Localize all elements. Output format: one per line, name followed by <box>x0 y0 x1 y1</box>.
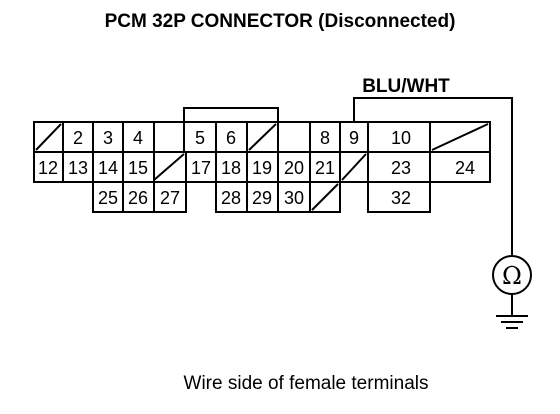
terminal-9: 9 <box>349 128 359 148</box>
terminal-5: 5 <box>195 128 205 148</box>
caption: Wire side of female terminals <box>184 373 429 394</box>
terminal-8: 8 <box>320 128 330 148</box>
terminal-24: 24 <box>455 158 475 178</box>
terminal-3: 3 <box>103 128 113 148</box>
terminal-32: 32 <box>391 188 411 208</box>
terminal-13: 13 <box>68 158 88 178</box>
terminal-28: 28 <box>221 188 241 208</box>
terminal-20: 20 <box>284 158 304 178</box>
ohmmeter-icon <box>492 255 532 295</box>
terminal-29: 29 <box>252 188 272 208</box>
terminal-6: 6 <box>226 128 236 148</box>
terminal-12: 12 <box>38 158 58 178</box>
diagram-title: PCM 32P CONNECTOR (Disconnected) <box>105 11 456 32</box>
terminal-18: 18 <box>221 158 241 178</box>
ohm-symbol: Ω <box>502 262 522 290</box>
wire-color-label: BLU/WHT <box>362 76 450 97</box>
terminal-30: 30 <box>284 188 304 208</box>
terminal-27: 27 <box>160 188 180 208</box>
terminal-14: 14 <box>98 158 118 178</box>
terminal-19: 19 <box>252 158 272 178</box>
terminal-4: 4 <box>133 128 143 148</box>
terminal-10: 10 <box>391 128 411 148</box>
terminal-23: 23 <box>391 158 411 178</box>
terminal-25: 25 <box>98 188 118 208</box>
terminal-15: 15 <box>128 158 148 178</box>
terminal-17: 17 <box>191 158 211 178</box>
terminal-26: 26 <box>128 188 148 208</box>
terminal-2: 2 <box>73 128 83 148</box>
terminal-21: 21 <box>315 158 335 178</box>
